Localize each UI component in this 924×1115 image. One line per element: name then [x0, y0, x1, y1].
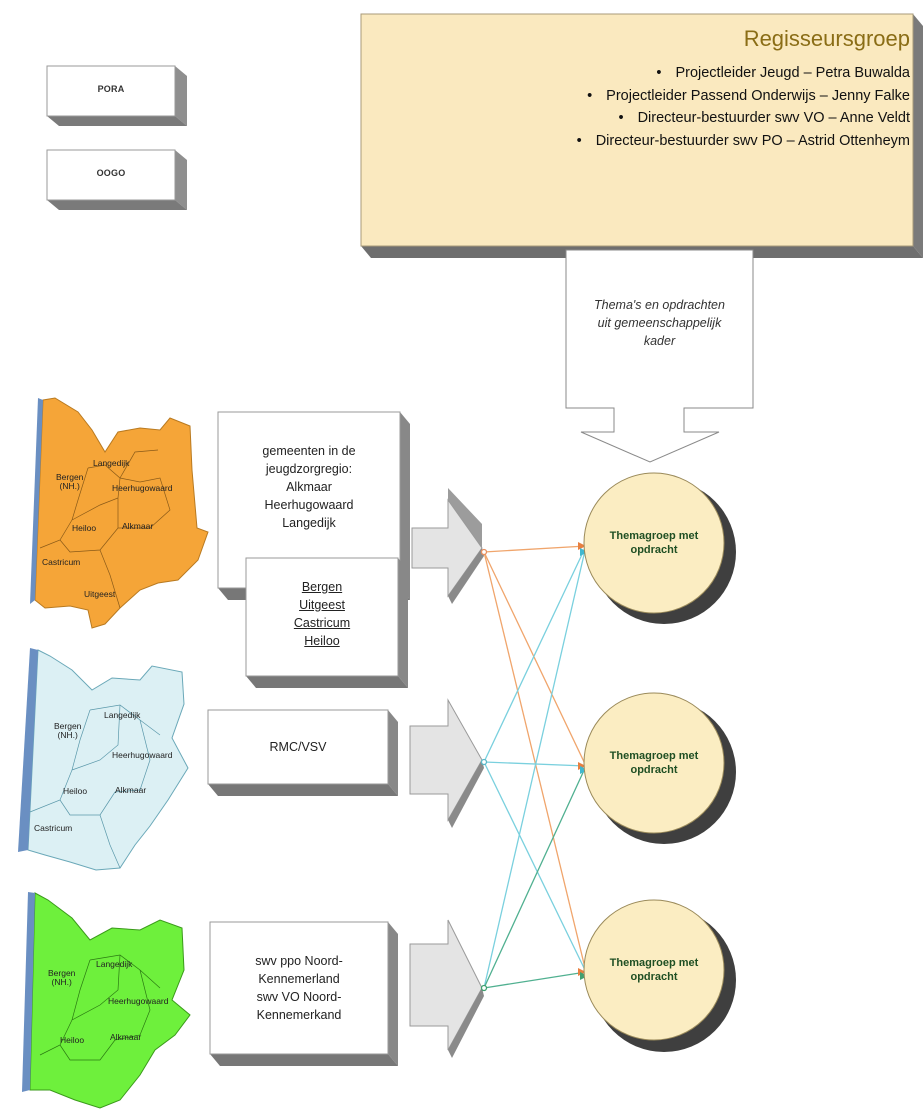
jeugd-line: gemeenten in de [262, 444, 356, 458]
jeugd-line: Heerhugowaard [264, 498, 354, 512]
swv-line: swv VO Noord- [256, 990, 342, 1004]
rmc-box [207, 709, 398, 796]
map-orange-heiloo: Heiloo [72, 523, 97, 533]
map-blue [18, 648, 189, 871]
theme-circle-3-text: Themagroep met opdracht [594, 956, 714, 984]
connection-lines [480, 542, 588, 992]
pora-label: PORA [97, 84, 125, 94]
map-green-langedijk: Langedijk [96, 959, 133, 969]
map-label-text: (NH.) [51, 977, 72, 987]
map-label-text: (NH.) [59, 481, 80, 491]
map-orange-castricum: Castricum [42, 557, 81, 567]
map-green-alkmaar: Alkmaar [110, 1032, 142, 1042]
map-label-text: Bergen [54, 721, 82, 731]
theme-circle-2 [583, 692, 736, 844]
theme-circle-1-text: Themagroep met opdracht [594, 529, 714, 557]
down-arrow-line: uit gemeenschappelijk [597, 316, 722, 330]
jeugd-line: Langedijk [282, 516, 336, 530]
map-orange-uitgeest: Uitgeest [84, 589, 116, 599]
theme-circle-1 [583, 472, 736, 624]
map-orange-langedijk: Langedijk [93, 458, 130, 468]
jeugd-extra-box [245, 557, 408, 688]
jeugd-box-text: gemeenten in de jeugdzorgregio: Alkmaar … [218, 442, 400, 532]
swv-line: swv ppo Noord- [255, 954, 343, 968]
swv-line: Kennemerland [258, 972, 340, 986]
map-label-text: Bergen [48, 968, 76, 978]
down-arrow-line: Thema's en opdrachten [594, 298, 725, 312]
regie-member: Directeur-bestuurder swv PO – Astrid Ott… [577, 130, 910, 153]
regisseursgroep-members: Projectleider Jeugd – Petra Buwalda Proj… [577, 62, 910, 152]
map-orange-heerhugowaard: Heerhugowaard [112, 483, 173, 493]
regie-member: Projectleider Passend Onderwijs – Jenny … [577, 85, 910, 108]
rmc-box-text: RMC/VSV [269, 740, 327, 754]
circle-line: opdracht [630, 971, 678, 983]
jeugd-extra-line: Castricum [293, 616, 351, 630]
swv-box [209, 921, 398, 1066]
map-blue-alkmaar: Alkmaar [115, 785, 147, 795]
map-green [22, 892, 191, 1109]
regie-member: Projectleider Jeugd – Petra Buwalda [577, 62, 910, 85]
map-blue-heerhugowaard: Heerhugowaard [112, 750, 173, 760]
circle-line: opdracht [630, 544, 678, 556]
circle-line: Themagroep met [609, 530, 699, 542]
regie-member: Directeur-bestuurder swv VO – Anne Veldt [577, 107, 910, 130]
swv-line: Kennemerkand [256, 1008, 342, 1022]
jeugd-extra-line: Bergen [301, 580, 343, 594]
map-orange-alkmaar: Alkmaar [122, 521, 154, 531]
map-blue-langedijk: Langedijk [104, 710, 141, 720]
map-label-text: Bergen [56, 472, 84, 482]
map-orange-bergen: Bergen (NH.) [56, 473, 83, 491]
map-green-heiloo: Heiloo [60, 1035, 85, 1045]
circle-line: opdracht [630, 764, 678, 776]
down-arrow [565, 249, 754, 463]
circle-line: Themagroep met [609, 750, 699, 762]
map-blue-bergen: Bergen (NH.) [54, 722, 81, 740]
jeugd-line: Alkmaar [286, 480, 332, 494]
map-blue-castricum: Castricum [34, 823, 73, 833]
theme-circle-2-text: Themagroep met opdracht [594, 749, 714, 777]
theme-circle-3 [583, 899, 736, 1052]
jeugd-extra-line: Heiloo [304, 634, 340, 648]
oogo-box [46, 149, 187, 210]
oogo-label: OOGO [96, 168, 126, 178]
regisseursgroep-title: Regisseursgroep [743, 26, 910, 51]
pora-box [46, 65, 187, 126]
down-arrow-line: kader [643, 334, 676, 348]
map-blue-heiloo: Heiloo [63, 786, 88, 796]
down-arrow-text: Thema's en opdrachten uit gemeenschappel… [566, 296, 753, 350]
arrow-swv [409, 919, 484, 1058]
map-green-bergen: Bergen (NH.) [48, 969, 75, 987]
circle-line: Themagroep met [609, 957, 699, 969]
arrow-jeugd [411, 488, 484, 604]
arrow-rmc [409, 698, 484, 828]
jeugd-extra-line: Uitgeest [299, 598, 345, 612]
map-label-text: (NH.) [57, 730, 78, 740]
map-green-heerhugowaard: Heerhugowaard [108, 996, 169, 1006]
jeugd-line: jeugdzorgregio: [265, 462, 353, 476]
map-orange [30, 397, 209, 629]
jeugd-extra-box-text: Bergen Uitgeest Castricum Heiloo [246, 578, 398, 650]
swv-box-text: swv ppo Noord- Kennemerland swv VO Noord… [210, 952, 388, 1024]
